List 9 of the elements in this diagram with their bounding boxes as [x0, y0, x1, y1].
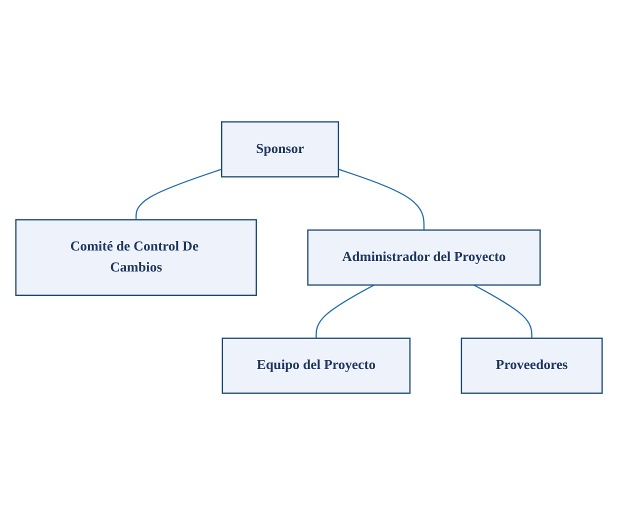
node-box: Sponsor — [220, 121, 339, 178]
connector — [134, 168, 222, 220]
connector — [315, 284, 374, 338]
node-box: Equipo del Proyecto — [221, 338, 410, 394]
connector — [338, 168, 424, 230]
connector — [473, 284, 532, 338]
node-box: Proveedores — [460, 338, 602, 394]
node-box: Administrador del Proyecto — [306, 229, 540, 286]
node-box: Comité de Control De Cambios — [14, 219, 256, 296]
